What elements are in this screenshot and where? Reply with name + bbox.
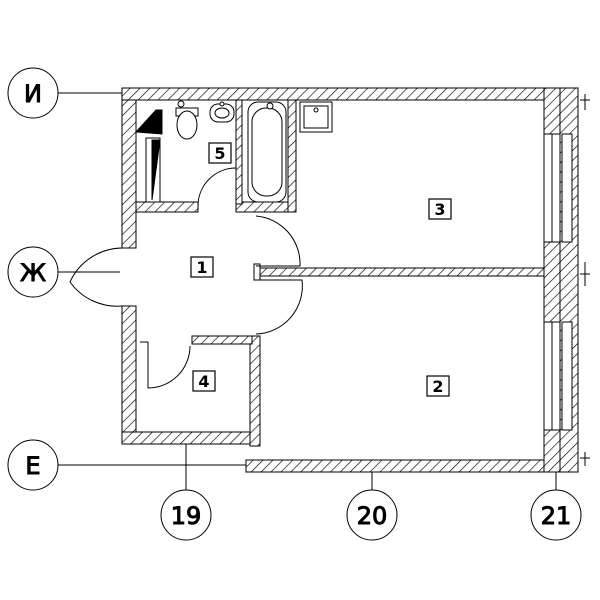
wall-left-lower [121, 305, 137, 445]
bathroom-fixtures [134, 100, 333, 203]
svg-text:4: 4 [198, 372, 209, 391]
windows [543, 133, 573, 431]
room-labels: 1 2 3 4 5 [190, 142, 452, 397]
axis-markers: И Ж Е 19 20 21 [7, 67, 582, 541]
wall-right-bottom [543, 429, 561, 473]
wall-bath-right [287, 99, 297, 213]
svg-text:21: 21 [541, 502, 572, 530]
wall-bottom-main [245, 459, 561, 473]
axis-marker-row-3: Е [7, 439, 59, 491]
walls [121, 87, 561, 473]
wall-bath-partition [235, 99, 243, 205]
svg-text:Е: Е [25, 452, 40, 480]
wall-bath-bottom-right [235, 201, 293, 213]
room-label-1: 1 [190, 256, 214, 278]
svg-text:5: 5 [214, 144, 225, 163]
wall-top [121, 87, 555, 101]
vent-shaft [134, 109, 163, 135]
svg-text:И: И [24, 80, 42, 108]
wall-room4-right [249, 335, 261, 447]
doors [69, 167, 303, 389]
room-label-5: 5 [208, 142, 232, 164]
door-room2 [255, 279, 303, 335]
svg-text:Ж: Ж [20, 259, 46, 287]
wall-bath-bottom-left [135, 201, 199, 213]
svg-text:2: 2 [432, 377, 443, 396]
axis-marker-col-1: 19 [160, 489, 212, 541]
door-bathroom [197, 167, 237, 207]
room-label-2: 2 [426, 375, 450, 397]
wall-room4-top [191, 335, 253, 345]
wall-right-top [543, 87, 561, 135]
wall-right-mid [543, 241, 561, 323]
axis-marker-row-2: Ж [7, 246, 59, 298]
toilet-bowl [176, 110, 198, 140]
svg-text:3: 3 [434, 200, 445, 219]
room-label-3: 3 [428, 198, 452, 220]
door-room4 [147, 342, 191, 389]
door-room3 [255, 215, 301, 267]
door-entrance [69, 247, 123, 307]
wall-left-upper [121, 99, 137, 249]
axis-marker-row-1: И [7, 67, 59, 119]
axis-marker-col-2: 20 [346, 489, 398, 541]
svg-text:20: 20 [357, 502, 388, 530]
room-label-4: 4 [192, 370, 216, 392]
svg-text:19: 19 [171, 502, 202, 530]
wall-bottom-storage [121, 431, 259, 445]
axis-marker-col-3: 21 [530, 489, 582, 541]
svg-text:1: 1 [196, 258, 207, 277]
